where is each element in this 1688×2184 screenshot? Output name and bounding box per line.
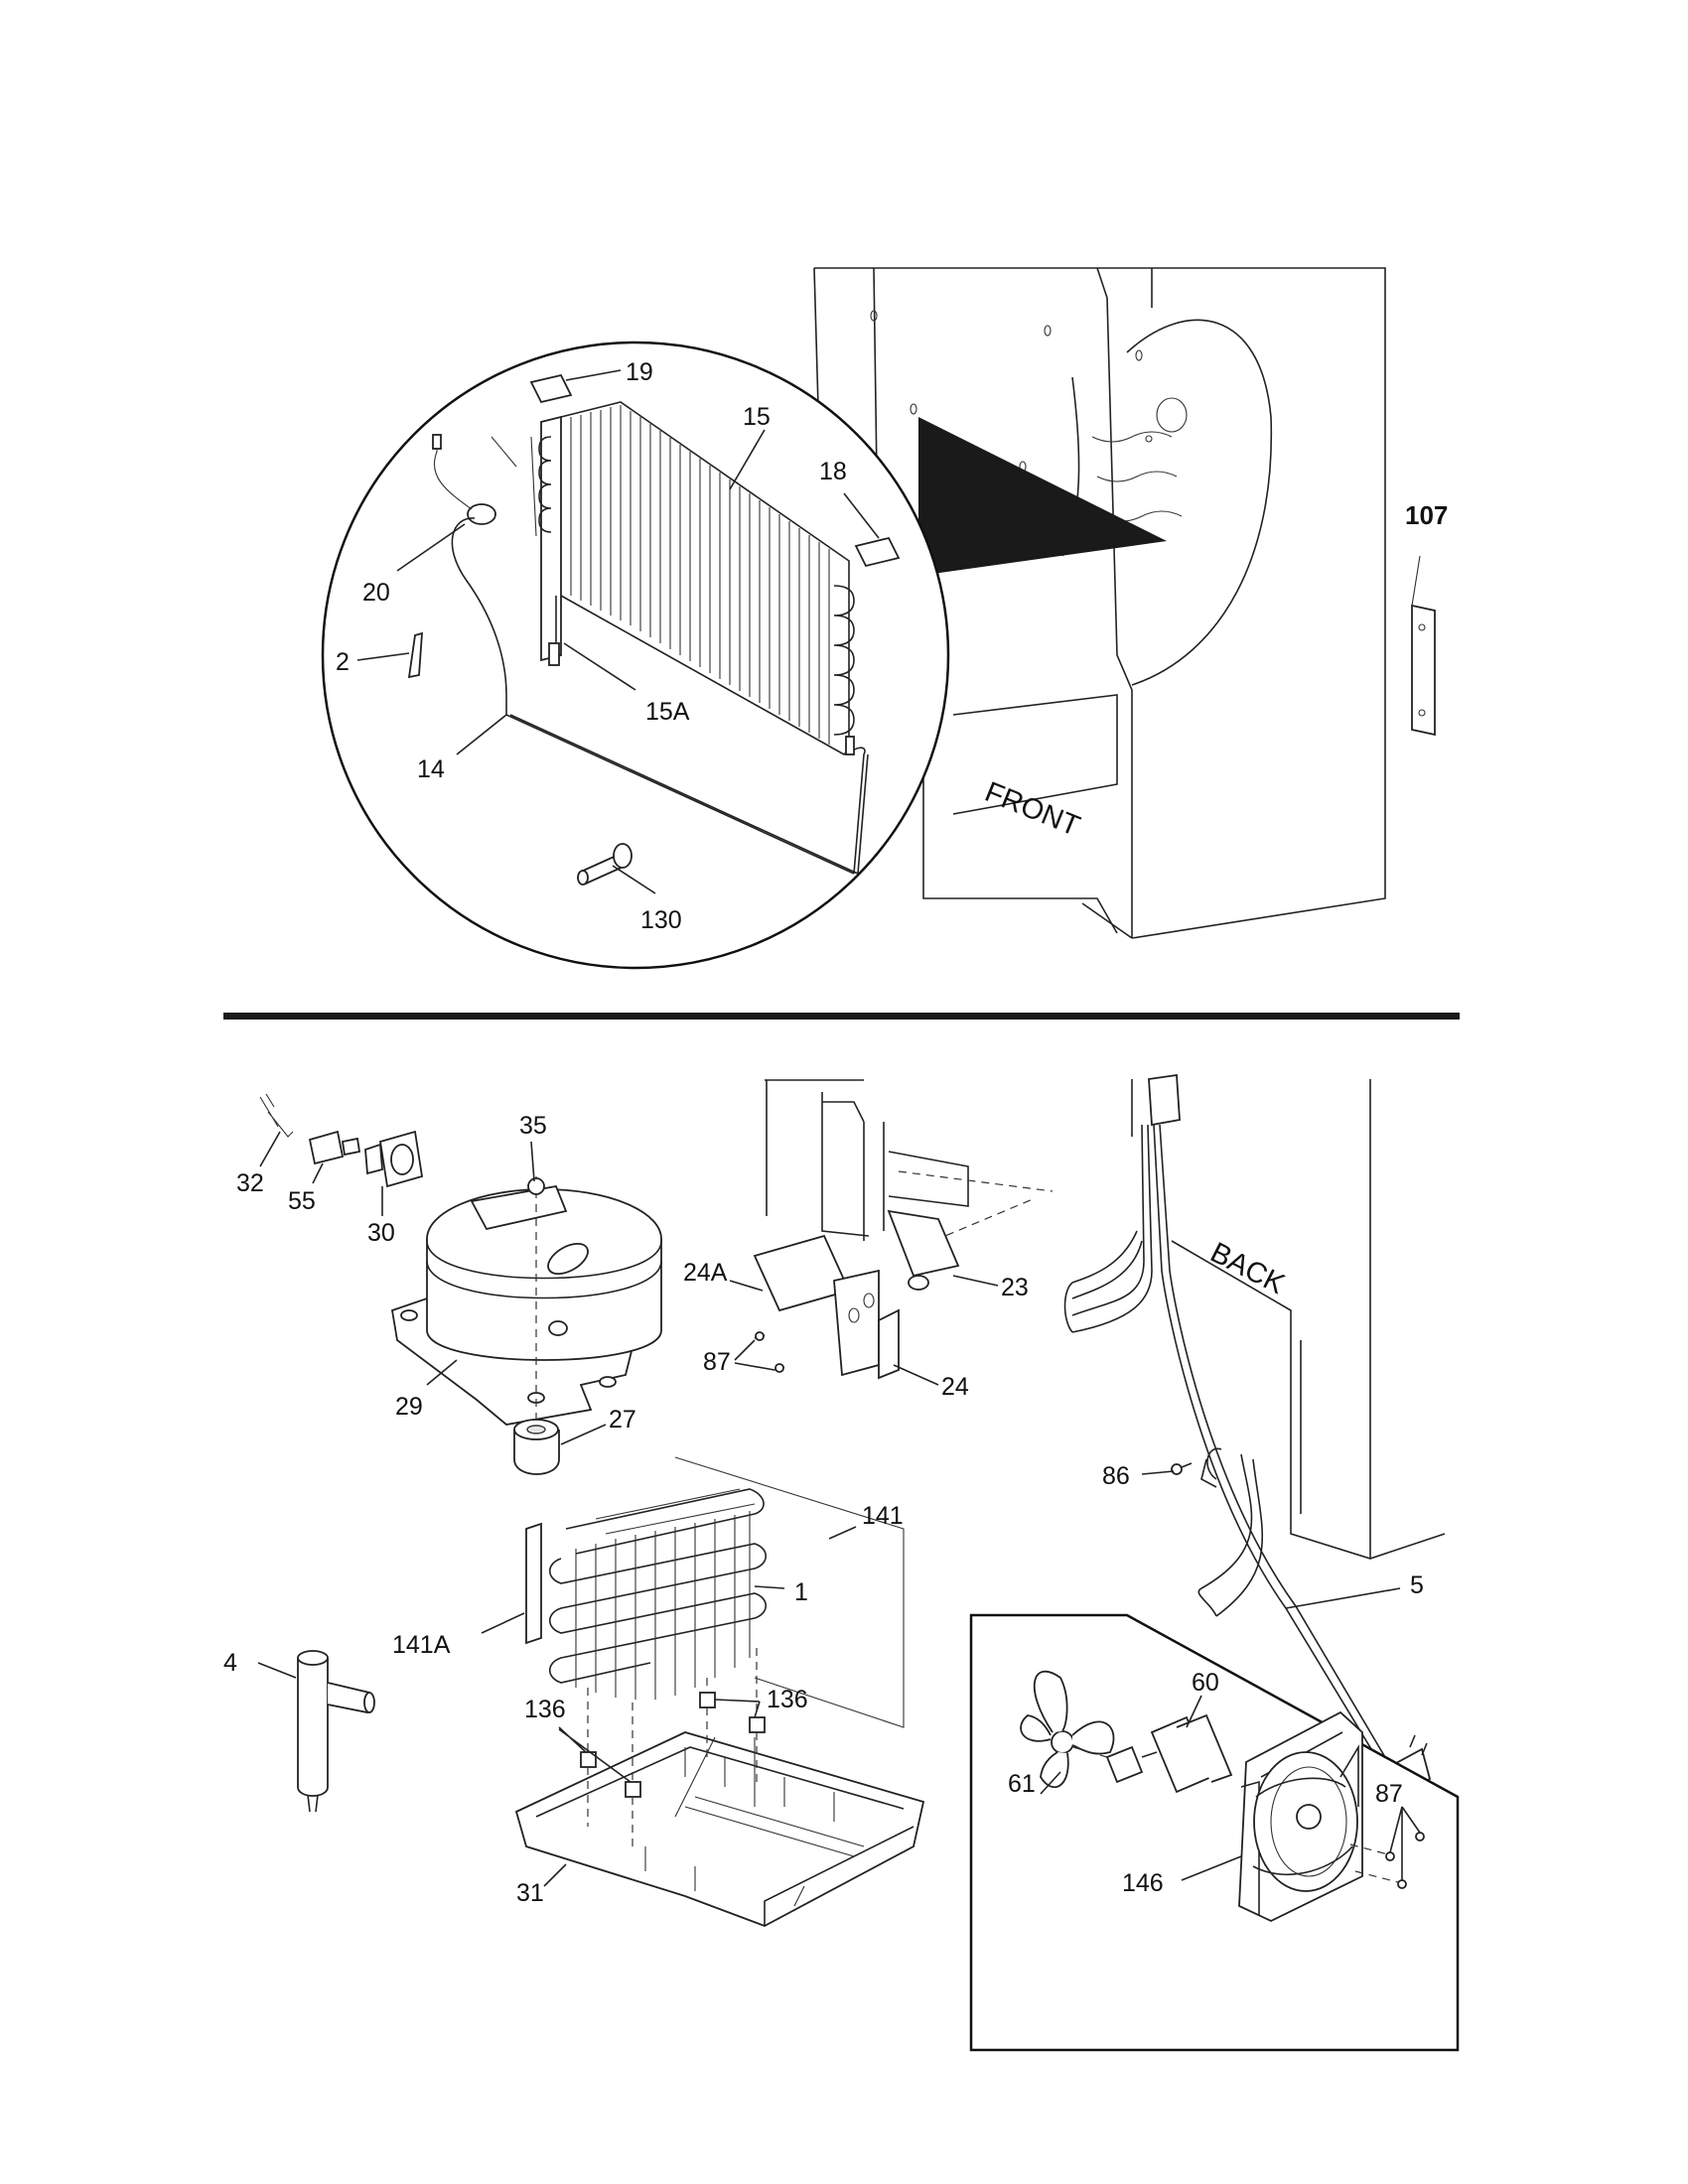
label-29: 29 <box>395 1393 423 1421</box>
connector-55 <box>308 1130 361 1165</box>
label-31: 31 <box>516 1879 544 1907</box>
label-1: 1 <box>794 1578 808 1606</box>
front-label: FRONT <box>980 776 1084 843</box>
label-20: 20 <box>362 579 390 607</box>
back-label: BACK <box>1205 1237 1290 1301</box>
bracket-assembly-24 <box>753 1209 960 1380</box>
detail-inset-circle <box>321 341 950 970</box>
wire-harness-14 <box>451 517 869 875</box>
part-19 <box>529 373 573 404</box>
label-2: 2 <box>336 648 350 676</box>
label-130: 130 <box>640 906 682 934</box>
label-35: 35 <box>519 1112 547 1140</box>
label-27: 27 <box>609 1406 636 1433</box>
label-4: 4 <box>223 1649 237 1677</box>
part-130 <box>577 843 633 886</box>
label-24a: 24A <box>683 1259 728 1287</box>
fan-blade-61 <box>1020 1670 1115 1789</box>
label-136-right: 136 <box>767 1686 808 1713</box>
section-divider <box>223 1013 1460 1020</box>
label-60: 60 <box>1192 1669 1219 1697</box>
panel-141a <box>525 1522 542 1645</box>
label-55: 55 <box>288 1187 316 1215</box>
grommets-136 <box>580 1648 766 1846</box>
top-leader-lines <box>356 369 880 894</box>
label-87-fan: 87 <box>1375 1780 1403 1808</box>
label-15: 15 <box>743 403 771 431</box>
label-87-bracket: 87 <box>703 1348 731 1376</box>
label-141a: 141A <box>392 1631 451 1659</box>
label-61: 61 <box>1008 1770 1036 1798</box>
label-107: 107 <box>1405 500 1448 530</box>
cabinet-back-outline <box>765 1079 1446 1560</box>
condenser-1 <box>548 1456 905 1728</box>
label-136-left: 136 <box>524 1696 566 1723</box>
grommet-27 <box>513 1419 560 1475</box>
label-5: 5 <box>1410 1571 1424 1599</box>
label-32: 32 <box>236 1169 264 1197</box>
bottom-leader-lines <box>257 1131 1421 1887</box>
compressor-29 <box>390 1176 662 1430</box>
filter-drier-4 <box>297 1650 375 1813</box>
part-20-thermostat <box>432 434 496 525</box>
label-141: 141 <box>862 1502 904 1530</box>
detail-pointer <box>918 417 1167 576</box>
condenser-coil-15 <box>530 401 855 755</box>
fan-shroud-146 <box>1238 1710 1363 1922</box>
label-23: 23 <box>1001 1274 1029 1301</box>
part-18 <box>854 536 901 568</box>
fan-motor-60 <box>1105 1713 1233 1794</box>
label-30: 30 <box>367 1219 395 1247</box>
cabinet-outline <box>813 267 1386 939</box>
label-14: 14 <box>417 755 445 783</box>
label-15a: 15A <box>645 698 690 726</box>
base-pan-31 <box>514 1731 925 1927</box>
screw-86 <box>1171 1462 1193 1475</box>
label-146: 146 <box>1122 1869 1164 1897</box>
label-19: 19 <box>626 358 653 386</box>
label-18: 18 <box>819 458 847 485</box>
relay-30 <box>364 1130 424 1188</box>
bracket-107 <box>1411 555 1436 737</box>
label-24: 24 <box>941 1373 969 1401</box>
wire-32 <box>259 1093 294 1138</box>
label-86: 86 <box>1102 1462 1130 1490</box>
part-2-clip <box>407 631 423 679</box>
